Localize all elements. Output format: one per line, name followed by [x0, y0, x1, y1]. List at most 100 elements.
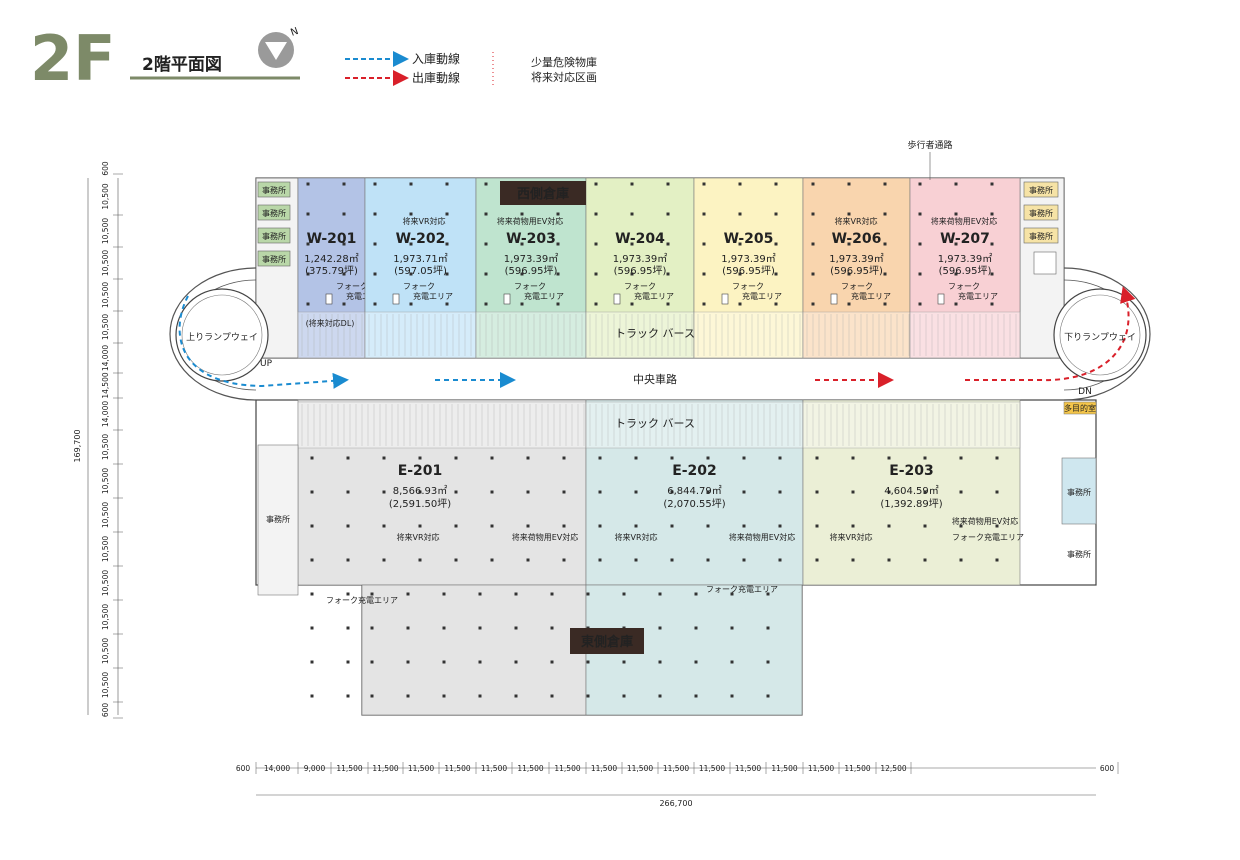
column-marker	[586, 592, 590, 596]
office-label: 事務所	[1029, 208, 1053, 218]
column-marker	[520, 272, 524, 276]
column-marker	[409, 272, 413, 276]
future-ev-label: 将来荷物用EV対応	[931, 216, 998, 226]
truck-berth-strip	[585, 401, 804, 449]
column-marker	[847, 212, 851, 216]
dim-label-vertical: 10,500	[101, 638, 110, 664]
dim-label-vertical: 10,500	[101, 570, 110, 596]
forklift-label: フォーク	[732, 282, 764, 291]
column-marker	[742, 524, 746, 528]
column-marker	[484, 212, 488, 216]
column-marker	[774, 212, 778, 216]
office-label: 事務所	[262, 254, 286, 264]
column-marker	[847, 272, 851, 276]
dim-label-horizontal: 11,500	[554, 764, 580, 773]
unit-id: W-204	[615, 231, 665, 247]
truck-berth-strip	[802, 401, 1021, 449]
truck-berth-strip	[693, 311, 804, 359]
truck-berth-strip	[585, 311, 695, 359]
forklift-label: フォーク	[624, 282, 656, 291]
unit-area: 1,973.39㎡	[938, 253, 993, 265]
dim-label-vertical: 14,000	[101, 345, 110, 371]
column-marker	[445, 212, 449, 216]
column-marker	[514, 592, 518, 596]
unit-area: 4,604.59㎡	[884, 485, 939, 497]
unit-block-w-207	[909, 177, 1021, 359]
column-marker	[851, 490, 855, 494]
column-marker	[406, 592, 410, 596]
forklift-charger-icon	[830, 293, 838, 305]
legend-outbound: 出庫動線	[412, 70, 460, 85]
column-marker	[310, 524, 314, 528]
unit-id: W-206	[832, 231, 882, 247]
forklift-label: フォーク充電エリア	[326, 595, 398, 605]
column-marker	[370, 626, 374, 630]
column-marker	[306, 302, 310, 306]
column-marker	[918, 272, 922, 276]
column-marker	[445, 242, 449, 246]
column-marker	[520, 212, 524, 216]
column-marker	[310, 456, 314, 460]
column-marker	[702, 182, 706, 186]
dim-label-horizontal: 11,500	[771, 764, 797, 773]
column-marker	[658, 592, 662, 596]
column-marker	[594, 182, 598, 186]
column-marker	[630, 272, 634, 276]
column-marker	[702, 272, 706, 276]
column-marker	[442, 660, 446, 664]
column-marker	[811, 212, 815, 216]
unit-tsubo: (596.95坪)	[505, 264, 558, 277]
column-marker	[923, 524, 927, 528]
column-marker	[766, 626, 770, 630]
column-marker	[306, 212, 310, 216]
column-marker	[923, 558, 927, 562]
column-marker	[918, 302, 922, 306]
column-marker	[738, 302, 742, 306]
office-label: 事務所	[1067, 487, 1091, 497]
unit-tsubo: (2,591.50坪)	[389, 497, 451, 510]
column-marker	[406, 660, 410, 664]
unit-block-w-204	[585, 177, 695, 359]
column-marker	[959, 490, 963, 494]
truck-berth-strip	[802, 311, 911, 359]
column-marker	[666, 272, 670, 276]
dim-label-horizontal: 11,500	[627, 764, 653, 773]
column-marker	[346, 558, 350, 562]
column-marker	[342, 302, 346, 306]
dim-label-horizontal: 12,500	[880, 764, 906, 773]
column-marker	[346, 490, 350, 494]
column-marker	[346, 592, 350, 596]
column-marker	[445, 182, 449, 186]
dim-label-vertical: 600	[101, 161, 110, 176]
dim-label-vertical: 10,500	[101, 536, 110, 562]
forklift-charger-icon	[392, 293, 400, 305]
future-ev-label: 将来荷物用EV対応	[497, 216, 564, 226]
forklift-charger-icon	[325, 293, 333, 305]
unit-id: E-202	[672, 463, 717, 479]
future-vr-label: 将来VR対応	[834, 216, 877, 226]
column-marker	[738, 272, 742, 276]
column-marker	[811, 272, 815, 276]
forklift-label: フォーク	[948, 282, 980, 291]
column-marker	[406, 626, 410, 630]
column-marker	[815, 524, 819, 528]
column-marker	[811, 182, 815, 186]
column-marker	[766, 694, 770, 698]
column-marker	[598, 456, 602, 460]
column-marker	[778, 524, 782, 528]
dim-label-horizontal: 600	[236, 764, 251, 773]
dim-label-horizontal: 9,000	[304, 764, 326, 773]
column-marker	[550, 694, 554, 698]
unit-area: 6,844.79㎡	[667, 485, 722, 497]
column-marker	[883, 272, 887, 276]
column-marker	[634, 558, 638, 562]
forklift-charger-icon	[503, 293, 511, 305]
column-marker	[702, 242, 706, 246]
dim-label-vertical: 14,500	[101, 372, 110, 398]
column-marker	[342, 182, 346, 186]
office-label: 事務所	[1029, 185, 1053, 195]
unit-area: 1,973.39㎡	[829, 253, 884, 265]
column-marker	[418, 490, 422, 494]
column-marker	[706, 490, 710, 494]
column-marker	[454, 490, 458, 494]
